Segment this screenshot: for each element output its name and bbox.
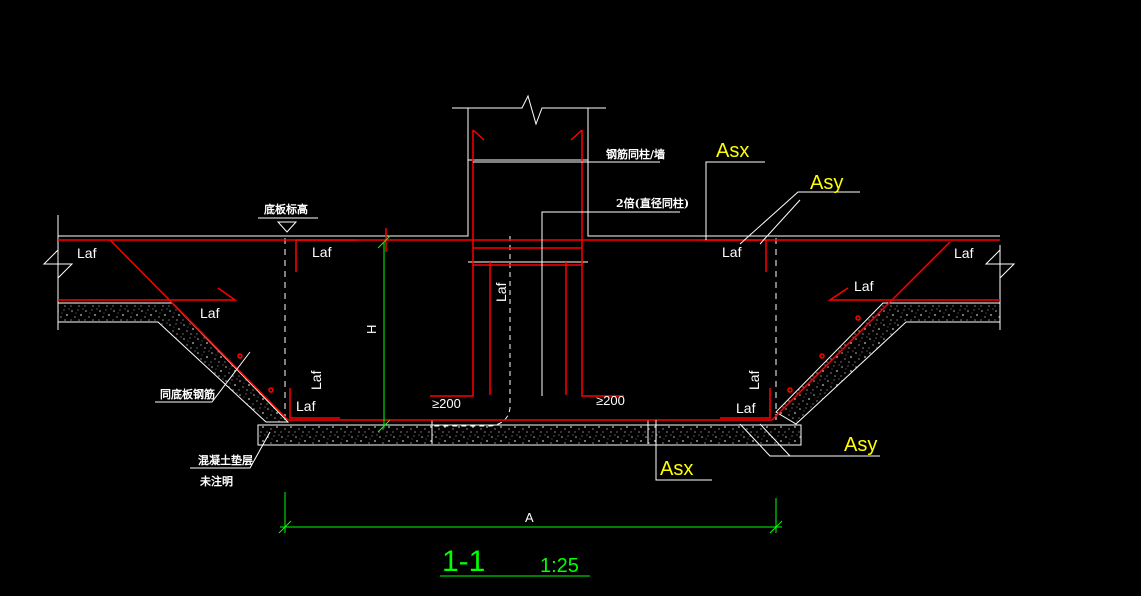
left-slope-rebar xyxy=(109,239,289,421)
rebar-dot-right-2 xyxy=(787,387,793,393)
rebar-dot-right-3 xyxy=(855,315,861,321)
column-right-rebar xyxy=(581,130,624,397)
elevation-marker xyxy=(276,221,298,233)
height-tick-bottom xyxy=(377,419,391,433)
leader-cushion xyxy=(190,431,271,469)
column-left-rebar xyxy=(430,130,474,397)
scale-label: 1:25 xyxy=(540,555,579,577)
width-tick-right xyxy=(769,520,783,534)
asy-top-label: Asy xyxy=(810,172,843,194)
laf-label-inner-left: Laf xyxy=(312,244,332,260)
laf-label-lower-left: Laf xyxy=(296,398,316,414)
two-d-annotation: 2倍(直径同柱) xyxy=(616,196,689,210)
column-right-cap xyxy=(570,129,583,141)
asy-bottom-label: Asy xyxy=(844,434,877,456)
callout-labels: Asx Asy Asx Asy xyxy=(660,140,877,480)
steel-column-wall-annotation: 钢筋同柱/墙 xyxy=(606,147,665,161)
rebar-dot-left-2 xyxy=(268,387,274,393)
cushion-bottom-slab xyxy=(257,424,802,446)
leader-two-d xyxy=(541,211,680,396)
height-label: H xyxy=(364,325,379,334)
section-title: 1-1 xyxy=(442,545,485,578)
right-break-mark xyxy=(984,249,1016,279)
right-bottom-layer-rebar xyxy=(827,287,1000,301)
laf-label-column: Laf xyxy=(493,282,509,302)
height-tick-top xyxy=(377,235,391,249)
asx-bottom-label: Asx xyxy=(660,458,693,480)
leader-asx-bottom xyxy=(655,420,712,481)
laf-label-top-right: Laf xyxy=(954,245,974,261)
left-lower-hook xyxy=(289,388,340,419)
laf-label-inner-right: Laf xyxy=(722,244,742,260)
concrete-cushion-annotation: 混凝土垫层 xyxy=(198,453,253,467)
ge200-right-label: ≥200 xyxy=(596,393,625,408)
width-tick-left xyxy=(278,520,292,534)
column-left-cap xyxy=(472,129,485,141)
rebar xyxy=(58,129,1000,421)
slab-top-line xyxy=(58,108,469,237)
same-bottom-rebar-annotation: 同底板钢筋 xyxy=(160,387,215,401)
rebar-dot-left-1 xyxy=(237,353,243,359)
laf-labels: Laf Laf Laf Laf Laf Laf Laf Laf Laf Laf … xyxy=(77,244,974,416)
laf-label-vertical-left: Laf xyxy=(308,370,324,390)
rebar-dot-right-1 xyxy=(819,353,825,359)
misc-labels: ≥200 ≥200 H A xyxy=(364,325,625,525)
laf-label-vertical-right: Laf xyxy=(746,370,762,390)
column-break-line xyxy=(452,94,606,126)
leader-asy-top-2 xyxy=(759,199,801,245)
drawing-title: 1-1 1:25 xyxy=(442,545,579,578)
cushion-right-strip xyxy=(775,302,1001,425)
asx-top-label: Asx xyxy=(716,140,749,162)
leader-same-bottom xyxy=(155,351,251,403)
leader-asy-top xyxy=(739,191,860,245)
structure-outline xyxy=(42,94,1016,444)
bottom-elevation-annotation: 底板标高 xyxy=(264,202,308,216)
dimensions xyxy=(278,235,783,577)
right-slope-rebar xyxy=(771,241,951,421)
laf-label-top-left: Laf xyxy=(77,245,97,261)
left-break-mark xyxy=(42,249,74,279)
chinese-annotations: 钢筋同柱/墙 2倍(直径同柱) 底板标高 同底板钢筋 混凝土垫层 未注明 xyxy=(160,147,689,488)
right-inner-hook xyxy=(703,239,767,272)
dowel-outline xyxy=(430,236,511,427)
cushion-left-strip xyxy=(57,302,290,423)
leader-asx-top xyxy=(705,161,765,240)
ge200-left-label: ≥200 xyxy=(432,396,461,411)
slab-top-line-right xyxy=(587,108,1000,237)
left-bottom-layer-rebar xyxy=(58,287,238,301)
unspecified-annotation: 未注明 xyxy=(199,474,233,488)
right-lower-hook xyxy=(720,388,771,419)
left-inner-hook xyxy=(295,239,357,272)
laf-label-lower-right: Laf xyxy=(736,400,756,416)
concrete-cushion xyxy=(57,302,1001,446)
leader-asy-bottom xyxy=(739,423,880,457)
laf-label-slope-left: Laf xyxy=(200,305,220,321)
leader-lines xyxy=(155,161,880,481)
width-label: A xyxy=(525,510,534,525)
leader-asy-bottom-2 xyxy=(759,423,791,457)
laf-label-slope-right: Laf xyxy=(854,278,874,294)
